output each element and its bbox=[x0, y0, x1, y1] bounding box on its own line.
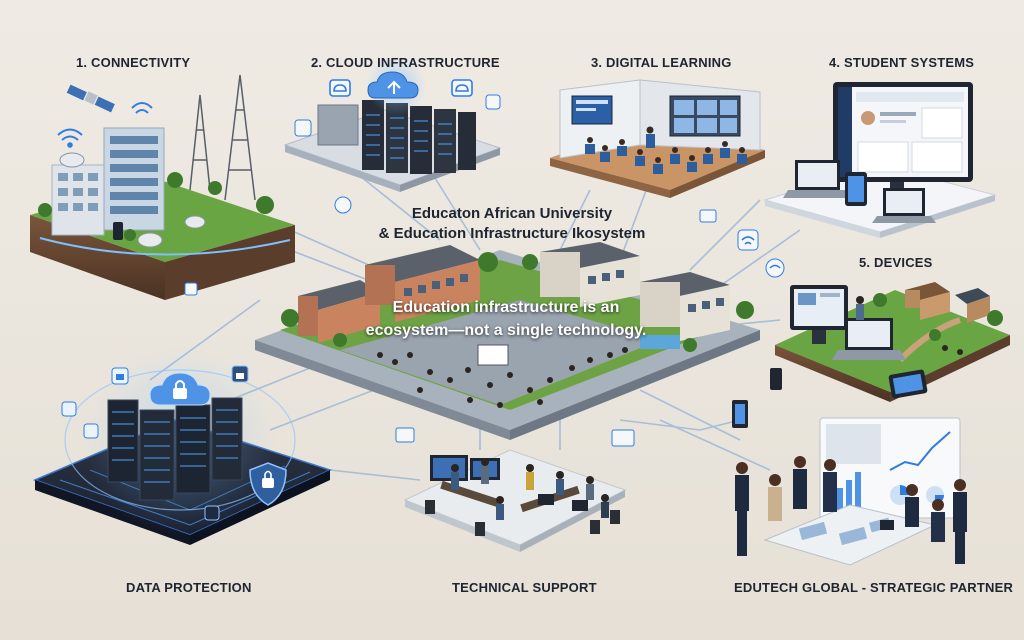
monitor-icon bbox=[477, 344, 509, 366]
digital-learning-scene bbox=[550, 79, 765, 198]
globe-icon bbox=[334, 196, 352, 214]
connectivity-scene bbox=[30, 74, 295, 300]
cloud-icon bbox=[149, 372, 211, 406]
settings-icon bbox=[294, 119, 312, 137]
wifi-icon bbox=[131, 102, 153, 114]
satellite-icon bbox=[66, 84, 115, 113]
monitor-icon bbox=[833, 82, 973, 196]
laptop-icon bbox=[880, 520, 894, 530]
central-title-line1: Educaton African University bbox=[411, 205, 613, 222]
laptop-icon bbox=[832, 318, 906, 360]
lock-icon bbox=[111, 367, 129, 385]
lock-icon bbox=[61, 401, 77, 417]
laptop-icon bbox=[611, 429, 635, 447]
wifi-icon bbox=[737, 229, 759, 251]
wifi-icon bbox=[765, 258, 785, 278]
laptop-icon bbox=[395, 427, 415, 443]
label-technical-support: TECHNICAL SUPPORT bbox=[452, 580, 597, 595]
label-digital-learning: 3. DIGITAL LEARNING bbox=[591, 55, 732, 70]
phone-icon bbox=[770, 368, 782, 390]
data-protection-scene bbox=[32, 345, 333, 545]
people-icon bbox=[587, 126, 745, 163]
server-rack-icon bbox=[184, 282, 198, 296]
shield-icon bbox=[249, 462, 287, 506]
laptop-icon bbox=[783, 160, 936, 223]
people-icon bbox=[856, 296, 963, 355]
people-icon bbox=[735, 456, 967, 564]
label-data-protection: DATA PROTECTION bbox=[126, 580, 252, 595]
laptop-icon bbox=[538, 494, 588, 511]
label-devices: 5. DEVICES bbox=[859, 255, 933, 270]
phone-icon bbox=[113, 222, 123, 240]
label-student-systems: 4. STUDENT SYSTEMS bbox=[829, 55, 975, 70]
people-icon bbox=[377, 347, 628, 408]
student-systems-scene bbox=[763, 82, 997, 238]
tagline-line1: Education infrastructure is an bbox=[392, 299, 620, 316]
strategic-partner-scene bbox=[735, 417, 967, 566]
label-cloud-infrastructure: 2. CLOUD INFRASTRUCTURE bbox=[311, 55, 500, 70]
label-strategic-partner: EDUTECH GLOBAL - STRATEGIC PARTNER bbox=[734, 580, 1014, 595]
label-connectivity: 1. CONNECTIVITY bbox=[76, 55, 191, 70]
people-icon bbox=[451, 458, 609, 520]
central-campus-scene bbox=[255, 242, 760, 440]
database-icon bbox=[485, 94, 501, 110]
lock-icon bbox=[231, 365, 249, 383]
cloud-infrastructure-scene bbox=[283, 55, 502, 192]
wifi-icon bbox=[57, 128, 83, 148]
cloud-icon bbox=[366, 55, 426, 115]
server-rack-icon bbox=[107, 397, 243, 501]
central-title-line2: & Education Infrastructure Ikosystem bbox=[378, 225, 646, 242]
monitor-icon bbox=[430, 455, 500, 481]
floating-icons bbox=[184, 196, 785, 447]
shield-icon bbox=[204, 505, 220, 521]
cloud-icon bbox=[329, 79, 473, 97]
tagline-line2: ecosystem—not a single technology. bbox=[365, 322, 647, 339]
tagline: Education infrastructure is an ecosystem… bbox=[336, 296, 676, 342]
devices-scene bbox=[775, 282, 1010, 402]
central-title: Educaton African University & Education … bbox=[332, 204, 692, 244]
technical-support-scene bbox=[403, 449, 627, 552]
lock-icon bbox=[83, 423, 99, 439]
monitor-icon bbox=[790, 285, 848, 344]
monitor-icon bbox=[699, 209, 717, 223]
